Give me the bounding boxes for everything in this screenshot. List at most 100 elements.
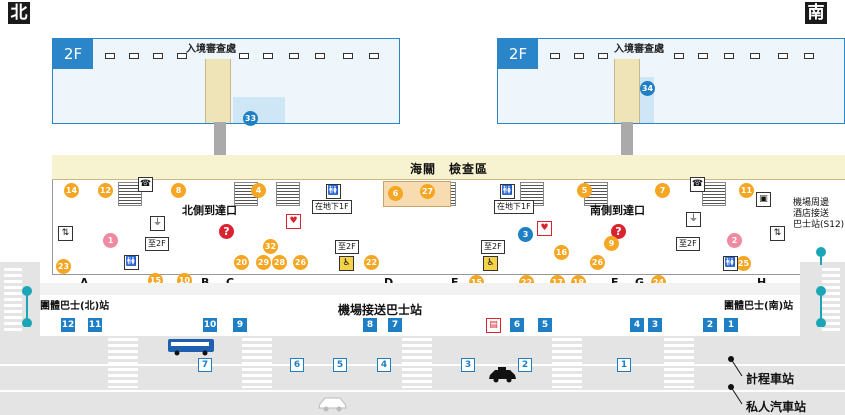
point-3[interactable]: 3 [518, 227, 533, 242]
point-26[interactable]: 27 [420, 184, 435, 199]
bus-bay-2[interactable]: 2 [703, 318, 717, 332]
lane-bay-1[interactable]: 1 [617, 358, 631, 372]
bus-bay-3[interactable]: 3 [648, 318, 662, 332]
point-11[interactable]: 11 [739, 183, 754, 198]
lane-bay-5[interactable]: 5 [333, 358, 347, 372]
taxi-station-label: 計程車站 [746, 372, 795, 386]
point-34[interactable]: 34 [640, 81, 655, 96]
bus-bay-6[interactable]: 6 [510, 318, 524, 332]
info-point[interactable]: ? [219, 224, 234, 239]
point-4[interactable]: 4 [251, 183, 266, 198]
lane-bay-7[interactable]: 7 [198, 358, 212, 372]
aed-icon: ♥ [286, 214, 301, 229]
gate-d: D [384, 276, 393, 289]
toilet-icon: 🚻 [326, 184, 341, 199]
toilet-icon: 🚻 [124, 255, 139, 270]
gate-e: E [451, 276, 459, 289]
point-5[interactable]: 5 [577, 183, 592, 198]
point-22[interactable]: 23 [56, 259, 71, 274]
bus-bay-8[interactable]: 8 [363, 318, 377, 332]
lane-bay-6[interactable]: 6 [290, 358, 304, 372]
customs-zone: 海關 檢查區 [52, 155, 845, 180]
camera-icon: ▣ [756, 192, 771, 207]
private-car-station-label: 私人汽車站 [746, 400, 807, 414]
b1-label-south: 在地下1F [494, 200, 534, 214]
lane-bay-4[interactable]: 4 [377, 358, 391, 372]
phone-icon: ☎ [138, 177, 153, 192]
point-25[interactable]: 26 [293, 255, 308, 270]
point-21[interactable]: 22 [364, 255, 379, 270]
crosswalk [552, 338, 582, 388]
b1-label: 在地下1F [312, 200, 352, 214]
area-33 [233, 97, 285, 123]
floor2-panel-south: 2F 入境審查處 34 [497, 38, 845, 124]
airport-bus-station-label: 機場接送巴士站 [338, 303, 423, 317]
bus-bay-9[interactable]: 9 [233, 318, 247, 332]
gate-c: C [226, 276, 234, 289]
bus-stop-marker [22, 286, 32, 327]
floor2-panel-north: 2F 入境審查處 33 [52, 38, 400, 126]
stairs [276, 182, 300, 206]
crosswalk [822, 268, 840, 332]
crosswalk [402, 338, 432, 388]
point-2[interactable]: 2 [727, 233, 742, 248]
north-exit-label: 北側到達口 [182, 204, 237, 217]
pointer-lines [728, 356, 743, 405]
crosswalk [4, 268, 22, 332]
bus-bay-11[interactable]: 11 [88, 318, 102, 332]
point-32[interactable]: 32 [263, 239, 278, 254]
south-marker: 南 [805, 2, 827, 24]
gate-g: G [635, 276, 644, 289]
bus-bay-12[interactable]: 12 [61, 318, 75, 332]
bus-stop-sign-icon: ▤ [486, 318, 501, 333]
point-19[interactable]: 20 [234, 255, 249, 270]
point-33[interactable]: 33 [243, 111, 258, 126]
point-7[interactable]: 7 [655, 183, 670, 198]
gate-h: H [757, 276, 766, 289]
to-2f-label: 至2F [676, 237, 700, 251]
sidewalk [0, 283, 845, 295]
aed-icon: ♥ [537, 221, 552, 236]
gate-f: F [611, 276, 619, 289]
immigration-title: 入境審查處 [186, 44, 236, 55]
point-6[interactable]: 6 [388, 186, 403, 201]
shuttle-stop-marker [816, 247, 826, 265]
lane-divider [0, 390, 845, 392]
crosswalk [664, 338, 694, 388]
to-2f-label: 至2F [481, 240, 505, 254]
bus-stop-marker-south [816, 286, 826, 327]
bus-bay-7[interactable]: 7 [388, 318, 402, 332]
point-1[interactable]: 1 [103, 233, 118, 248]
point-29[interactable]: 26 [590, 255, 605, 270]
point-13[interactable]: 14 [64, 183, 79, 198]
bus-bay-5[interactable]: 5 [538, 318, 552, 332]
crosswalk [108, 338, 138, 388]
lane-bay-3[interactable]: 3 [461, 358, 475, 372]
to-2f-label: 至2F [145, 237, 169, 251]
point-28[interactable]: 29 [256, 255, 271, 270]
toilet-icon: ♿ [339, 256, 354, 271]
bus-bay-10[interactable]: 10 [203, 318, 217, 332]
elevator-icon: ⇅ [58, 226, 73, 241]
floor-badge-south: 2F [498, 39, 538, 69]
point-8[interactable]: 8 [171, 183, 186, 198]
info-point-south[interactable]: ? [611, 224, 626, 239]
taxi-icon [489, 367, 516, 383]
toilet-icon: ♿ [483, 256, 498, 271]
bus-icon [168, 339, 214, 356]
point-24[interactable]: 25 [736, 256, 751, 271]
point-12[interactable]: 12 [98, 183, 113, 198]
gate-a: A [80, 276, 89, 289]
point-9[interactable]: 9 [604, 236, 619, 251]
point-16[interactable]: 16 [554, 245, 569, 260]
north-marker: 北 [8, 2, 30, 24]
immigration-title-south: 入境審查處 [614, 44, 664, 55]
car-icon [318, 397, 347, 412]
stairs [702, 182, 726, 206]
point-27[interactable]: 28 [272, 255, 287, 270]
to-2f-label: 至2F [335, 240, 359, 254]
gate-b: B [201, 276, 209, 289]
lane-bay-2[interactable]: 2 [518, 358, 532, 372]
bus-bay-4[interactable]: 4 [630, 318, 644, 332]
bus-bay-1[interactable]: 1 [724, 318, 738, 332]
